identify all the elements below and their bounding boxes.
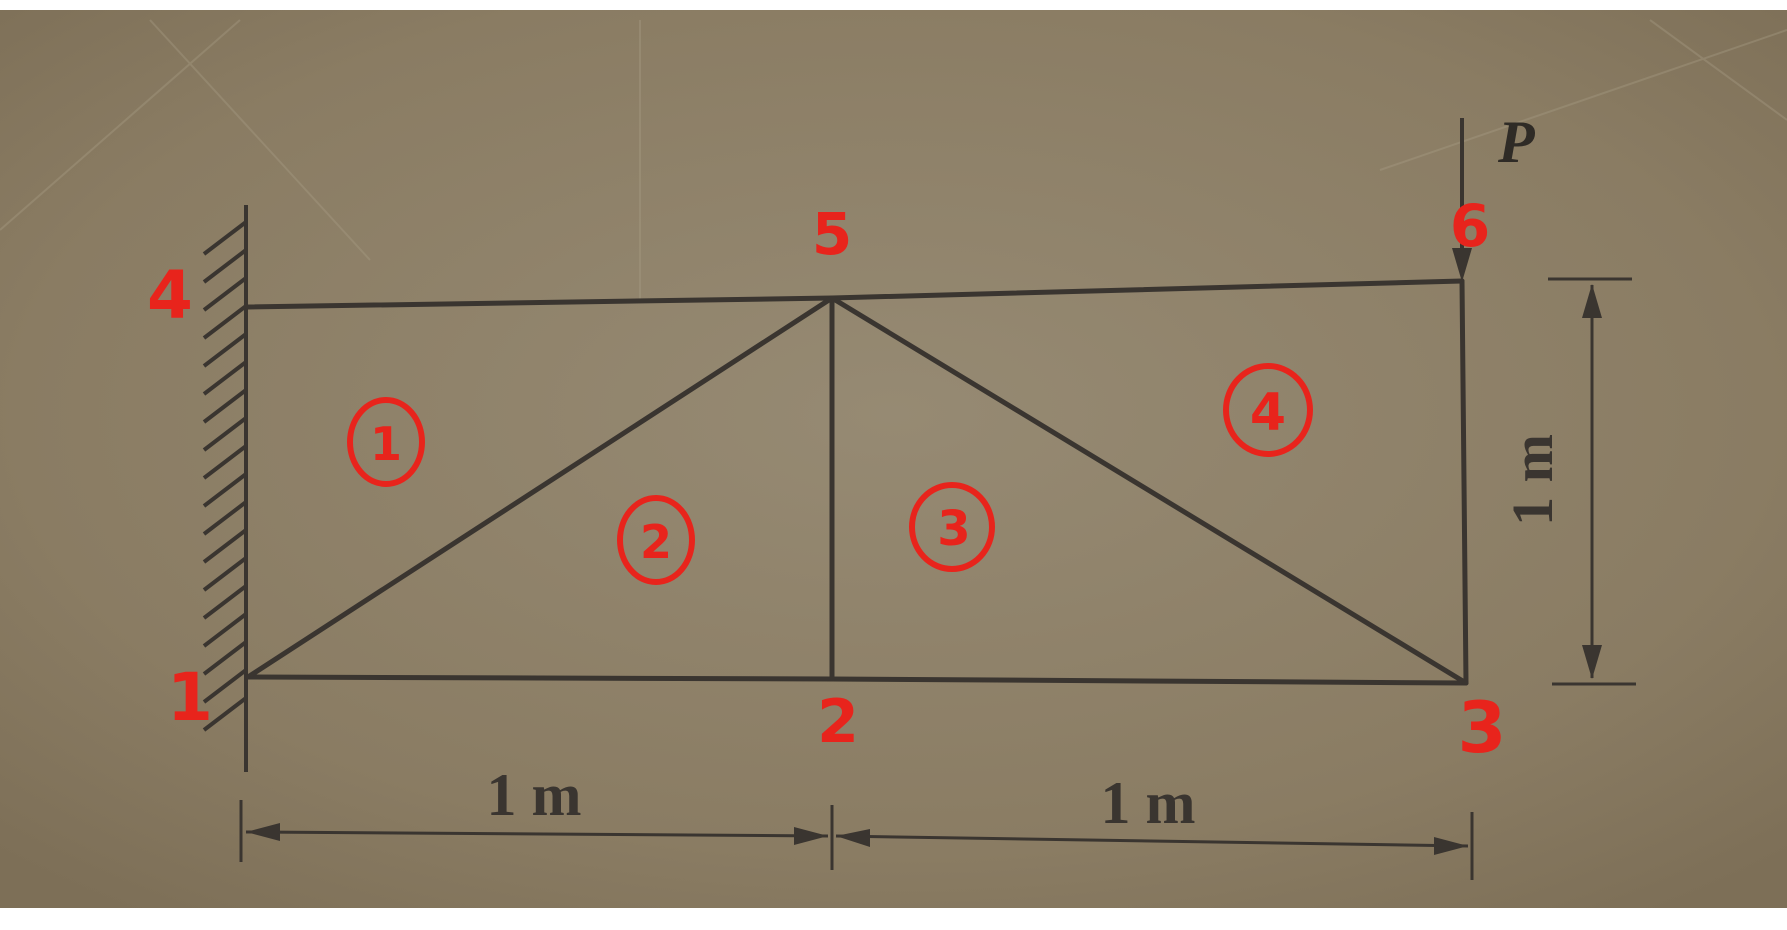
left-span-arrow-start: [246, 823, 280, 841]
wall-support: [202, 205, 248, 772]
height-dimension: [1548, 277, 1636, 686]
member-diagonal-right: [829, 295, 1469, 686]
load-label: P: [1497, 109, 1536, 175]
node-label-2: 2: [817, 687, 859, 757]
member-bottom-left: [245, 674, 835, 682]
node-label-4: 4: [147, 257, 193, 334]
paper-background: [0, 10, 1787, 908]
node-label-6: 6: [1450, 192, 1490, 260]
left-span-arrow-end: [794, 827, 828, 845]
right-span-label: 1 m: [1101, 770, 1196, 836]
height-arrow-top: [1582, 284, 1602, 318]
element-marker-1: 1: [347, 397, 425, 487]
right-span-arrow-start: [836, 829, 870, 847]
element-marker-3: 3: [909, 482, 995, 572]
element-label-3: 3: [937, 501, 970, 557]
element-label-1: 1: [370, 417, 402, 471]
height-arrow-bottom: [1582, 645, 1602, 679]
member-vertical-right: [1459, 278, 1469, 686]
element-marker-4: 4: [1223, 363, 1313, 457]
member-top-left: [245, 295, 835, 310]
span-dimension-lines: [239, 800, 1474, 880]
member-diagonal-left: [245, 295, 835, 680]
right-span-arrow-end: [1434, 837, 1468, 855]
load-arrow: [1452, 118, 1472, 282]
element-marker-2: 2: [617, 495, 695, 585]
element-label-4: 4: [1250, 383, 1286, 443]
member-bottom-right: [829, 676, 1469, 686]
bleed-through: [0, 19, 1787, 300]
node-label-3: 3: [1458, 687, 1507, 769]
node-label-1: 1: [167, 659, 213, 736]
element-label-2: 2: [640, 515, 672, 569]
member-top-right: [829, 278, 1465, 301]
node-label-5: 5: [812, 200, 852, 268]
truss-members: [245, 278, 1469, 686]
left-span-label: 1 m: [487, 762, 582, 828]
height-dimension-label: 1 m: [1500, 434, 1565, 526]
